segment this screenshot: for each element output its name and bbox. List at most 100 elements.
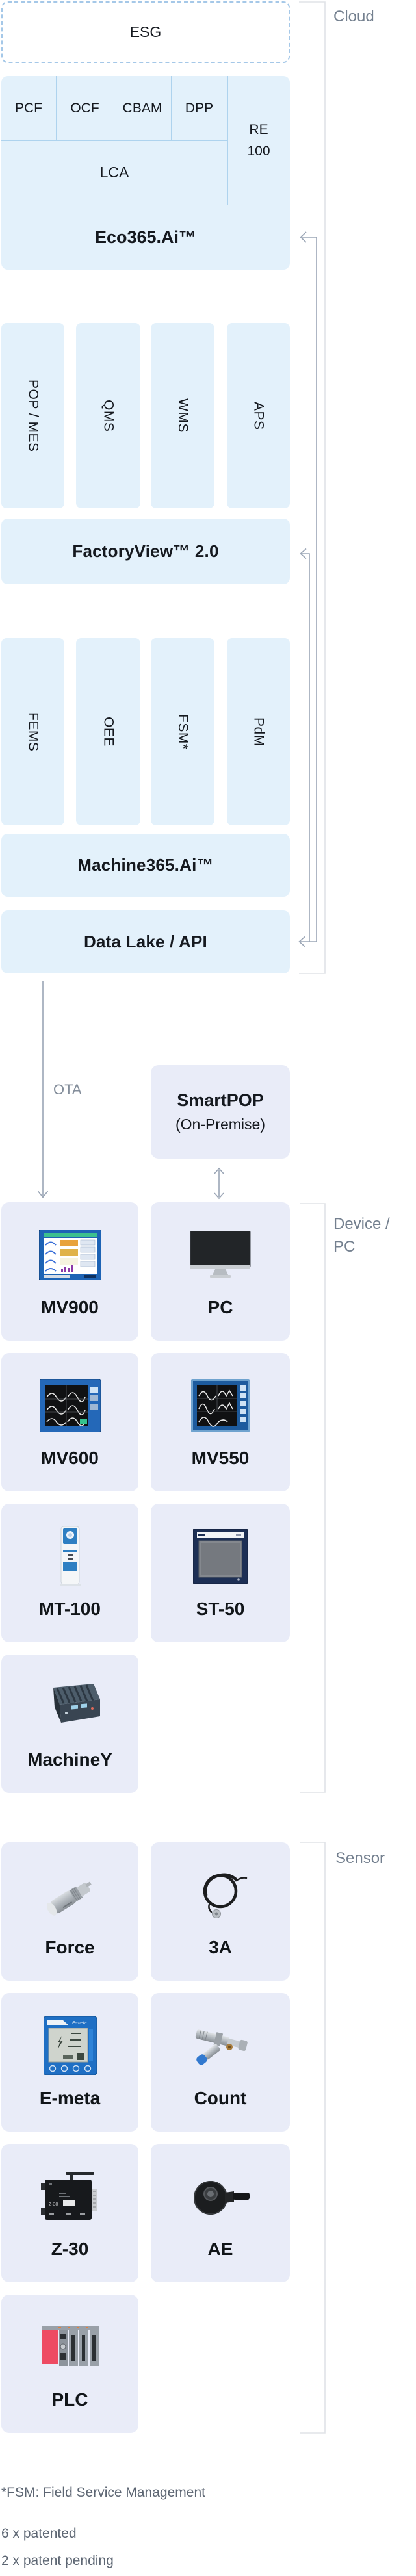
- sensor-tile-force: Force: [1, 1842, 138, 1981]
- device-tile-mv550: MV550: [151, 1353, 290, 1491]
- mv550-panel-recorder-icon: [151, 1362, 290, 1449]
- esg-label: ESG: [129, 23, 162, 40]
- re100-cell: RE 100: [228, 76, 290, 205]
- sensor-tile-plc: PLC: [1, 2295, 138, 2433]
- aps-label: APS: [251, 401, 266, 430]
- mv550-label: MV550: [191, 1448, 250, 1468]
- mv600-label: MV600: [41, 1448, 99, 1468]
- smartpop-down-arrowhead-icon: [214, 1192, 224, 1200]
- emeta-power-meter-icon: E-meta: [1, 2002, 138, 2089]
- sensor-bracket: [300, 1842, 326, 2434]
- ocf-cell: OCF: [56, 76, 114, 140]
- footnote-fsm: *FSM: Field Service Management: [1, 2485, 205, 2500]
- smartpop-subtitle: (On-Premise): [175, 1116, 265, 1133]
- eco-grid-block: PCF OCF CBAM DPP RE 100 LCA Eco365.Ai™: [1, 76, 290, 270]
- sensor-section-label: Sensor: [335, 1849, 385, 1867]
- fsm-label: FSM*: [176, 714, 190, 750]
- factoryview-arrowhead-icon: [300, 548, 307, 560]
- pcf-cell: PCF: [1, 76, 56, 140]
- plc-rack-icon: [1, 2304, 138, 2390]
- emeta-label: E-meta: [39, 2088, 101, 2108]
- device-tile-mv600: MV600: [1, 1353, 138, 1491]
- tile-qms: QMS: [76, 323, 140, 508]
- st50-label: ST-50: [196, 1599, 245, 1619]
- lca-label: LCA: [99, 164, 129, 181]
- datalake-label: Data Lake / API: [84, 932, 207, 951]
- tile-pop-mes: POP / MES: [1, 323, 64, 508]
- eco365-label: Eco365.Ai™: [94, 227, 197, 247]
- qms-label: QMS: [101, 399, 116, 432]
- sensor-tile-emeta: E-meta E-meta: [1, 1993, 138, 2132]
- sensor-tile-z30: Z-30 Z-30: [1, 2144, 138, 2282]
- device-section-label-line2: PC: [333, 1238, 356, 1256]
- cloud-bracket: [299, 1, 326, 974]
- tile-fems: FEMS: [1, 638, 64, 825]
- eco365-arrowhead-icon: [300, 231, 307, 243]
- fems-label: FEMS: [25, 712, 41, 752]
- sensor-tile-ae: AE: [151, 2144, 290, 2282]
- machiney-label: MachineY: [27, 1749, 112, 1770]
- dpp-label: DPP: [185, 100, 214, 116]
- pdm-label: PdM: [251, 717, 266, 747]
- machine365-label: Machine365.Ai™: [77, 855, 214, 875]
- grid-divider: [56, 76, 57, 140]
- mt100-kiosk-terminal-icon: [1, 1513, 138, 1599]
- ae-label: AE: [207, 2239, 233, 2259]
- plc-label: PLC: [51, 2389, 88, 2410]
- re100-label: RE 100: [247, 122, 270, 159]
- device-tile-mv900: MV900: [1, 1202, 138, 1341]
- sensor-tile-3a: 3A: [151, 1842, 290, 1981]
- force-label: Force: [45, 1937, 95, 1957]
- tile-pdm: PdM: [227, 638, 290, 825]
- smartpop-title: SmartPOP: [177, 1090, 264, 1110]
- pc-label: PC: [207, 1297, 233, 1317]
- device-section-label: Device / PC: [333, 1213, 390, 1258]
- cbam-cell: CBAM: [114, 76, 171, 140]
- smartpop-box: SmartPOP (On-Premise): [151, 1065, 290, 1159]
- device-section-label-line1: Device /: [333, 1215, 390, 1233]
- datalake-arrowhead-icon: [298, 936, 306, 947]
- count-label: Count: [194, 2088, 247, 2108]
- device-tile-pc: PC: [151, 1202, 290, 1341]
- z30-wireless-module-icon: Z-30: [1, 2153, 138, 2239]
- datalake-bar: Data Lake / API: [1, 910, 290, 973]
- smartpop-up-arrowhead-icon: [214, 1167, 224, 1174]
- pc-monitor-icon: [151, 1211, 290, 1298]
- sensor-tile-count: Count: [151, 1993, 290, 2132]
- factoryview-bar: FactoryView™ 2.0: [1, 519, 290, 584]
- eco365-bar: Eco365.Ai™: [1, 205, 290, 270]
- ota-arrowhead-icon: [37, 1191, 49, 1198]
- cloud-section-label: Cloud: [333, 8, 374, 25]
- pop-mes-label: POP / MES: [25, 379, 41, 452]
- lca-cell: LCA: [1, 140, 228, 205]
- tile-oee: OEE: [76, 638, 140, 825]
- device-bracket: [300, 1203, 326, 1793]
- mv600-panel-recorder-icon: [1, 1362, 138, 1449]
- device-tile-st50: ST-50: [151, 1504, 290, 1642]
- esg-box: ESG: [1, 1, 290, 63]
- tile-wms: WMS: [151, 323, 214, 508]
- mt100-label: MT-100: [39, 1599, 101, 1619]
- datalake-to-factoryview-line: [302, 553, 310, 942]
- count-proximity-sensor-icon: [151, 2002, 290, 2089]
- datalake-to-eco365-line: [302, 237, 317, 942]
- pcf-label: PCF: [15, 100, 42, 116]
- 3a-label: 3A: [209, 1937, 232, 1957]
- dpp-cell: DPP: [171, 76, 228, 140]
- device-tile-machiney: MachineY: [1, 1655, 138, 1793]
- machiney-embedded-box-icon: [1, 1664, 138, 1750]
- grid-divider: [171, 76, 172, 140]
- st50-panel-display-icon: [151, 1513, 290, 1599]
- footnote-patented: 6 x patented: [1, 2526, 77, 2541]
- tile-fsm: FSM*: [151, 638, 214, 825]
- machine365-bar: Machine365.Ai™: [1, 834, 290, 897]
- 3a-cable-sensor-icon: [151, 1851, 290, 1938]
- ae-acoustic-sensor-icon: [151, 2153, 290, 2239]
- oee-label: OEE: [101, 717, 116, 747]
- mv900-panel-recorder-icon: [1, 1211, 138, 1298]
- device-tile-mt100: MT-100: [1, 1504, 138, 1642]
- ota-label: OTA: [53, 1081, 82, 1098]
- footnote-pending: 2 x patent pending: [1, 2553, 114, 2568]
- svg-text:Z-30: Z-30: [49, 2202, 58, 2207]
